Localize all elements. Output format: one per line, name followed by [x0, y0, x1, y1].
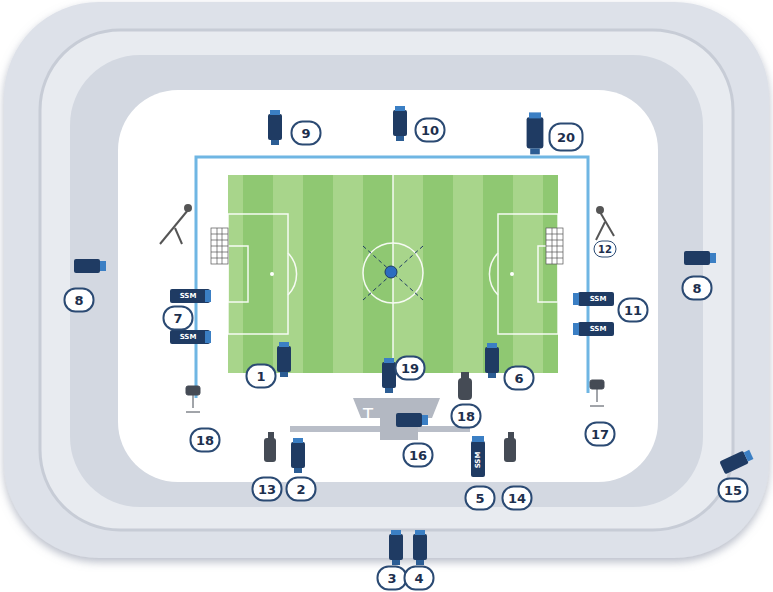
callout-number: 6 [504, 366, 535, 391]
middle-stand [40, 30, 733, 530]
callout-number: 18 [451, 404, 482, 429]
callout-number: 8 [682, 276, 713, 301]
callout-number: 19 [395, 356, 426, 381]
pitch [228, 175, 558, 373]
callout-number: 5 [465, 486, 496, 511]
callout-number: 16 [403, 443, 434, 468]
callout-number: 7 [163, 306, 194, 331]
callout-number: 12 [594, 241, 617, 258]
callout-number: 1 [246, 364, 277, 389]
outer-stand [4, 2, 769, 558]
tribune-letter: T [363, 405, 374, 426]
boundary-line [196, 157, 588, 398]
callout-number: 14 [502, 486, 533, 511]
ssm-camera [170, 289, 614, 477]
jib [160, 205, 614, 244]
camera-tag: SSM [590, 325, 607, 333]
callout-number: 10 [415, 118, 446, 143]
callout-number: 11 [618, 298, 649, 323]
camera-tag: SSM [180, 333, 197, 341]
callout-number: 20 [549, 123, 584, 152]
field-area [118, 90, 658, 482]
inner-stand [70, 55, 703, 507]
goal [211, 228, 563, 264]
callout-number: 15 [718, 478, 749, 503]
spidercam [363, 246, 423, 300]
callout-number: 4 [404, 566, 435, 591]
callout-number: 17 [585, 422, 616, 447]
camera-tag: SSM [474, 452, 482, 469]
callout-number: 9 [291, 121, 322, 146]
callout-number: 13 [252, 477, 283, 502]
callout-number: 18 [190, 428, 221, 453]
tribune [290, 398, 470, 440]
camera-tag: SSM [590, 295, 607, 303]
callout-number: 8 [64, 288, 95, 313]
camera-tag: SSM [180, 292, 197, 300]
camera [268, 106, 543, 565]
handheld-camera [264, 372, 516, 462]
callout-number: 2 [286, 477, 317, 502]
camera [74, 251, 754, 474]
